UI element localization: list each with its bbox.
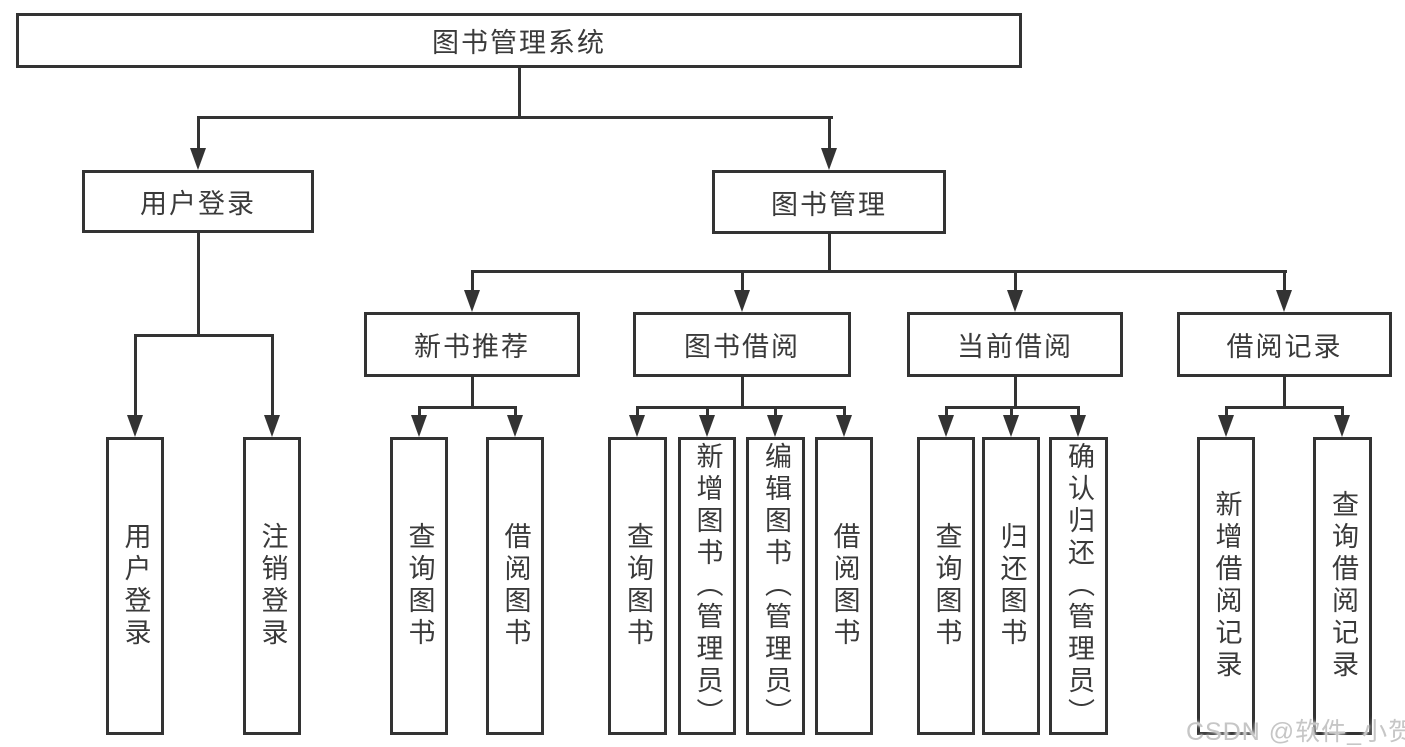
connector-recommend-drop-1: [418, 406, 421, 419]
arrow-down-icon: [1334, 415, 1350, 437]
node-borrow-records-label: 借阅记录: [1226, 332, 1343, 362]
leaf-borrow-add-books: 新增图书（管理员）: [678, 437, 736, 735]
leaf-recommend-query-books: 查询图书: [390, 437, 448, 735]
arrow-down-icon: [464, 290, 480, 312]
arrow-down-icon: [190, 148, 206, 170]
connector-userlogin-drop-2: [271, 334, 274, 417]
node-current-borrow: 当前借阅: [907, 312, 1123, 377]
connector-current-drop-3: [1077, 406, 1080, 419]
leaf-borrow-add-books-label: 新增图书（管理员）: [692, 442, 723, 730]
node-book-borrow-label: 图书借阅: [684, 332, 800, 362]
arrow-down-icon: [699, 415, 715, 437]
leaf-records-query-record-label: 查询借阅记录: [1328, 490, 1358, 682]
connector-recommend-stem: [471, 375, 474, 409]
connector-recommend-drop-2: [514, 406, 517, 419]
arrow-down-icon: [411, 415, 427, 437]
connector-userlogin-bar: [134, 334, 274, 337]
connector-bookmgmt-drop-1: [471, 270, 474, 294]
arrow-down-icon: [507, 415, 523, 437]
node-book-management: 图书管理: [712, 170, 946, 234]
connector-bookmgmt-bar: [471, 270, 1287, 273]
arrow-down-icon: [264, 415, 280, 437]
arrow-down-icon: [629, 415, 645, 437]
leaf-user-login: 用户登录: [106, 437, 164, 735]
node-book-borrow: 图书借阅: [633, 312, 851, 377]
connector-current-drop-2: [1010, 406, 1013, 419]
connector-records-bar: [1225, 406, 1344, 409]
arrow-down-icon: [734, 290, 750, 312]
leaf-recommend-borrow-books: 借阅图书: [486, 437, 544, 735]
leaf-recommend-query-books-label: 查询图书: [404, 522, 435, 650]
leaf-current-query-books: 查询图书: [917, 437, 975, 735]
arrow-down-icon: [1276, 290, 1292, 312]
connector-current-stem: [1014, 375, 1017, 409]
node-new-book-recommend-label: 新书推荐: [414, 332, 530, 362]
arrow-down-icon: [127, 415, 143, 437]
leaf-borrow-edit-books-label: 编辑图书（管理员）: [761, 442, 791, 730]
connector-root-drop-right: [828, 116, 831, 152]
leaf-borrow-edit-books: 编辑图书（管理员）: [746, 437, 805, 735]
leaf-current-return-books: 归还图书: [982, 437, 1040, 735]
leaf-logout-label: 注销登录: [257, 522, 288, 650]
arrow-down-icon: [1218, 415, 1234, 437]
connector-root-stem: [518, 66, 521, 119]
leaf-records-query-record: 查询借阅记录: [1313, 437, 1372, 735]
connector-recommend-bar: [418, 406, 517, 409]
connector-bookmgmt-stem: [828, 232, 831, 273]
arrow-down-icon: [767, 415, 783, 437]
connector-records-drop-1: [1225, 406, 1228, 419]
arrow-down-icon: [1007, 290, 1023, 312]
arrow-down-icon: [1070, 415, 1086, 437]
node-root-label: 图书管理系统: [432, 28, 606, 58]
leaf-borrow-query-books: 查询图书: [608, 437, 667, 735]
leaf-recommend-borrow-books-label: 借阅图书: [500, 522, 531, 650]
connector-current-drop-1: [945, 406, 948, 419]
leaf-records-add-record: 新增借阅记录: [1197, 437, 1255, 735]
connector-borrow-drop-1: [636, 406, 639, 419]
node-book-management-label: 图书管理: [771, 189, 887, 220]
connector-bookmgmt-drop-2: [741, 270, 744, 294]
leaf-borrow-query-books-label: 查询图书: [623, 522, 653, 650]
connector-root-drop-left: [197, 116, 200, 152]
node-user-login: 用户登录: [82, 170, 314, 233]
connector-borrow-drop-4: [843, 406, 846, 419]
connector-borrow-stem: [741, 375, 744, 409]
connector-root-bar: [197, 116, 833, 119]
node-current-borrow-label: 当前借阅: [957, 332, 1073, 362]
arrow-down-icon: [821, 148, 837, 170]
connector-borrow-drop-2: [706, 406, 709, 419]
leaf-current-confirm-return-label: 确认归还（管理员）: [1064, 442, 1094, 730]
arrow-down-icon: [836, 415, 852, 437]
node-user-login-label: 用户登录: [140, 189, 256, 219]
arrow-down-icon: [938, 415, 954, 437]
leaf-current-return-books-label: 归还图书: [996, 522, 1027, 650]
connector-borrow-drop-3: [774, 406, 777, 419]
csdn-watermark: CSDN @软件_小贺同学: [1186, 718, 1405, 746]
node-root: 图书管理系统: [16, 13, 1022, 68]
connector-borrow-bar: [636, 406, 846, 409]
connector-records-drop-2: [1341, 406, 1344, 419]
leaf-borrow-borrow-books: 借阅图书: [815, 437, 873, 735]
node-borrow-records: 借阅记录: [1177, 312, 1392, 377]
connector-bookmgmt-drop-4: [1283, 270, 1286, 294]
leaf-user-login-label: 用户登录: [120, 522, 151, 650]
leaf-current-confirm-return: 确认归还（管理员）: [1049, 437, 1108, 735]
connector-bookmgmt-drop-3: [1014, 270, 1017, 294]
connector-records-stem: [1283, 375, 1286, 409]
leaf-logout: 注销登录: [243, 437, 301, 735]
arrow-down-icon: [1003, 415, 1019, 437]
leaf-borrow-borrow-books-label: 借阅图书: [829, 522, 860, 650]
connector-userlogin-drop-1: [134, 334, 137, 417]
node-new-book-recommend: 新书推荐: [364, 312, 580, 377]
leaf-records-add-record-label: 新增借阅记录: [1211, 490, 1242, 682]
leaf-current-query-books-label: 查询图书: [931, 522, 962, 650]
connector-userlogin-stem: [197, 231, 200, 337]
